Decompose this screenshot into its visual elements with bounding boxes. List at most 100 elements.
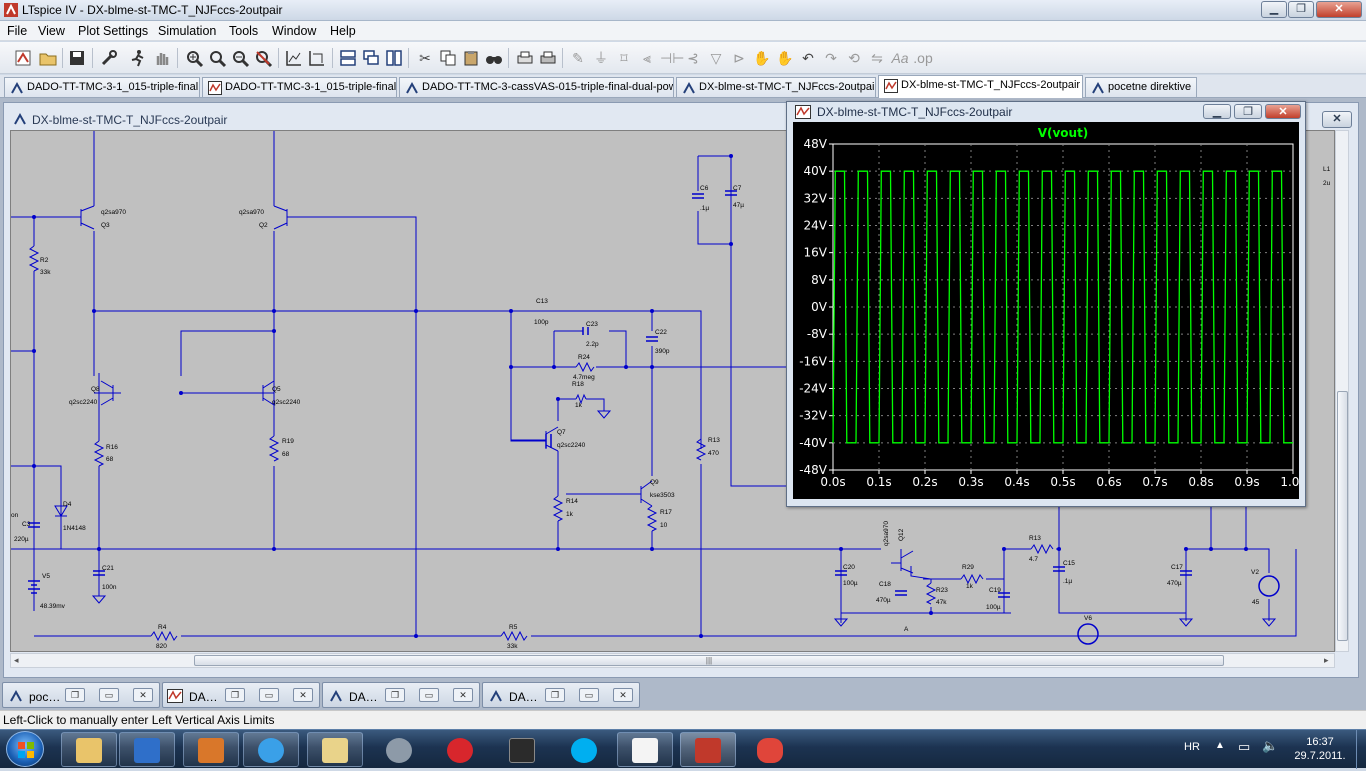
zoom-in-icon[interactable] [207,48,227,68]
close-button[interactable]: ✕ [453,688,473,702]
clock[interactable]: 16:37 29.7.2011. [1290,735,1350,763]
show-desktop-button[interactable] [1356,730,1366,769]
autorange-icon[interactable] [284,48,304,68]
text-icon[interactable]: Aa [891,50,909,66]
outlook-icon[interactable] [307,732,363,767]
tab-dado-cassvas-schematic[interactable]: DADO-TT-TMC-3-cassVAS-015-triple-final-d… [399,77,674,97]
menu-window[interactable]: Window [272,24,317,38]
network-tray-icon[interactable]: ▭ [1238,739,1251,754]
maximize-button[interactable]: ▭ [99,688,119,702]
ltspice-icon[interactable] [680,732,736,767]
close-button[interactable]: ✕ [613,688,633,702]
open-icon[interactable] [38,48,58,68]
paste-icon[interactable] [461,48,481,68]
label-net-icon[interactable]: ⌑ [620,50,628,66]
menu-tools[interactable]: Tools [229,24,259,38]
show-hidden-icons-icon[interactable]: ▲ [1215,740,1225,751]
horizontal-scroll-thumb[interactable]: ||| [194,655,1224,666]
maximize-button[interactable]: ▭ [419,688,439,702]
tile-horizontal-icon[interactable] [338,48,358,68]
minimized-window-4[interactable]: DA… ❐ ▭ ✕ [482,682,640,708]
rotate-icon[interactable]: ⟲ [848,50,860,66]
menu-plot-settings[interactable]: Plot Settings [78,24,149,38]
waveform-minimize-button[interactable]: ▁ [1203,104,1231,119]
oscilloscope-icon[interactable] [494,732,550,767]
vertical-scroll-thumb[interactable] [1337,391,1348,641]
run-icon[interactable] [128,48,148,68]
mirror-icon[interactable]: ⇋ [871,50,883,66]
volume-icon[interactable]: 🔈 [1262,738,1279,753]
undo-icon[interactable]: ↶ [802,50,814,66]
horizontal-scrollbar[interactable]: ◂ ||| ▸ [10,653,1335,668]
maximize-button[interactable]: ▭ [259,688,279,702]
zoom-out-icon[interactable] [230,48,250,68]
wire-icon[interactable]: ✎ [572,50,584,66]
move-icon[interactable]: ✋ [753,50,771,66]
waveform-plot[interactable]: 48V40V32V24V16V8V0V-8V-16V-24V-32V-40V-4… [793,122,1305,499]
tab-dx-blme-schematic[interactable]: DX-blme-st-TMC-T_NJFccs-2outpair [676,77,876,97]
save-icon[interactable] [67,48,87,68]
drag-icon[interactable]: ✋ [776,50,794,66]
minimized-window-3[interactable]: DA… ❐ ▭ ✕ [322,682,480,708]
cut-icon[interactable]: ✂ [419,50,431,66]
ccleaner-icon[interactable] [432,732,488,767]
maximize-button[interactable]: ▭ [579,688,599,702]
menu-file[interactable]: File [7,24,28,38]
restore-button[interactable]: ❐ [65,688,85,702]
start-orb-icon[interactable] [6,731,44,767]
close-button[interactable]: ✕ [1316,1,1362,18]
word-icon[interactable] [183,732,239,767]
close-button[interactable]: ✕ [293,688,313,702]
capacitor-icon[interactable]: ⊣⊢ [660,50,685,66]
schematic-close-button[interactable]: ✕ [1322,111,1352,128]
minimized-window-2[interactable]: DA… ❐ ▭ ✕ [162,682,320,708]
tab-dx-blme-waveform[interactable]: DX-blme-st-TMC-T_NJFccs-2outpair [878,75,1083,98]
restore-button[interactable]: ❐ [385,688,405,702]
ground-icon[interactable]: ⏚ [594,50,608,66]
ie-icon[interactable] [243,732,299,767]
component-icon[interactable]: ⊳ [733,50,745,66]
menu-view[interactable]: View [38,24,65,38]
pan-icon[interactable] [184,48,204,68]
input-language[interactable]: HR [1184,741,1200,753]
explorer-icon[interactable] [61,732,117,767]
media-player-icon[interactable] [119,732,175,767]
maximize-button[interactable]: ❐ [1288,1,1314,18]
tab-pocetne-direktive[interactable]: pocetne direktive [1085,77,1197,97]
notepad-icon[interactable] [617,732,673,767]
tile-vertical-icon[interactable] [384,48,404,68]
print-setup-icon[interactable] [515,48,535,68]
redo-icon[interactable]: ↷ [825,50,837,66]
schematic-drawing[interactable]: q2sa970 Q3 q2sa970 Q2 R2 33k Q8 q2sc2240… [11,131,1335,652]
restore-button[interactable]: ❐ [545,688,565,702]
halt-icon[interactable] [152,48,172,68]
copy-icon[interactable] [438,48,458,68]
menu-help[interactable]: Help [330,24,356,38]
diode-icon[interactable]: ▽ [710,50,722,66]
inductor-icon[interactable]: ⊰ [687,50,699,66]
tab-dado-schematic-1[interactable]: DADO-TT-TMC-3-1_015-triple-final [4,77,200,97]
mark-unused-icon[interactable] [307,48,327,68]
cascade-icon[interactable] [361,48,381,68]
resistor-icon[interactable]: ⫷ [643,50,651,66]
close-button[interactable]: ✕ [133,688,153,702]
network-icon[interactable] [371,732,427,767]
minimized-window-1[interactable]: poc… ❐ ▭ ✕ [2,682,160,708]
scroll-right-arrow-icon[interactable]: ▸ [1324,655,1329,665]
paint-icon[interactable] [742,732,798,767]
spice-directive-icon[interactable]: .op [913,50,933,66]
minimize-button[interactable]: ▁ [1261,1,1287,18]
menu-simulation[interactable]: Simulation [158,24,217,38]
waveform-maximize-button[interactable]: ❐ [1234,104,1262,119]
find-icon[interactable] [484,48,504,68]
open-schematic-icon[interactable] [13,48,33,68]
waveform-close-button[interactable]: ✕ [1265,104,1301,119]
skype-icon[interactable] [556,732,612,767]
tab-dado-waveform[interactable]: DADO-TT-TMC-3-1_015-triple-final [202,77,397,97]
zoom-cancel-icon[interactable] [253,48,273,68]
vertical-scrollbar[interactable] [1335,130,1349,652]
control-panel-icon[interactable] [99,48,119,68]
print-icon[interactable] [538,48,558,68]
restore-button[interactable]: ❐ [225,688,245,702]
